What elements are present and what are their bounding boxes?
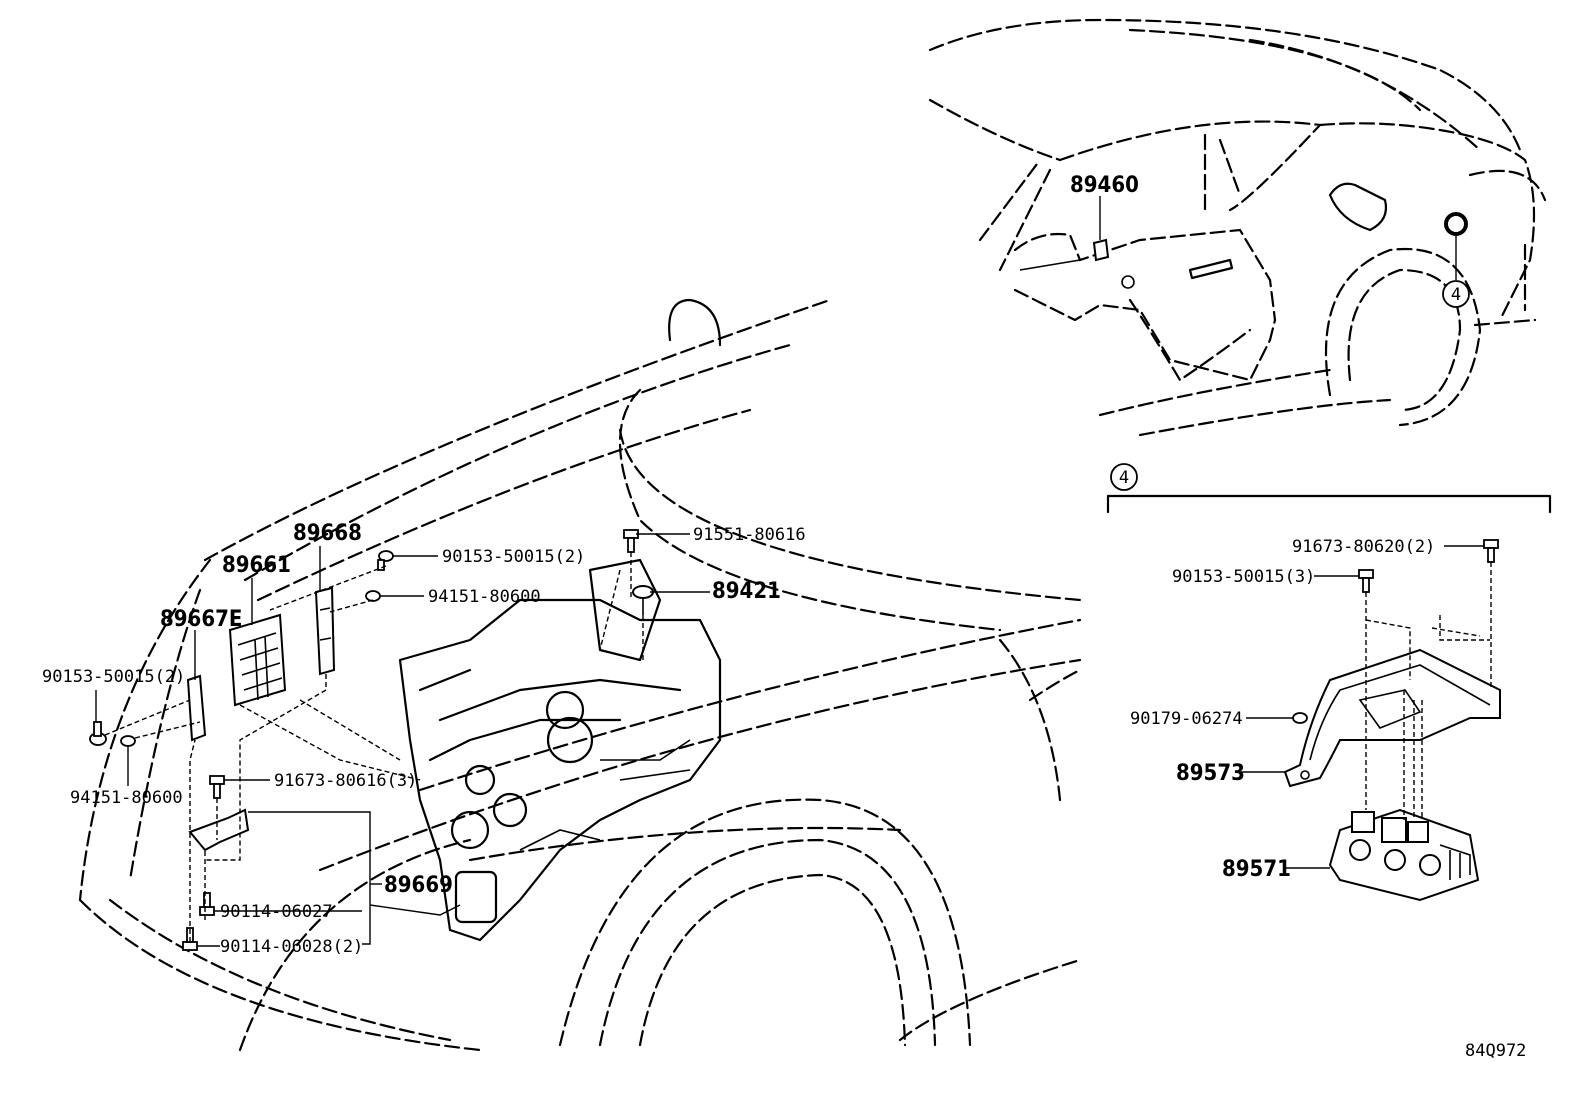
detail-frame bbox=[1106, 494, 1552, 514]
label-90179-06274: 90179-06274 bbox=[1130, 709, 1243, 729]
module-89571 bbox=[1328, 808, 1480, 902]
label-91551-80616: 91551-80616 bbox=[693, 525, 806, 545]
label-89667E: 89667E bbox=[160, 607, 242, 632]
bolt-90153-detail-icon bbox=[1358, 569, 1374, 593]
bolt-91673-front-icon bbox=[209, 775, 225, 799]
label-90153-50015-left: 90153-50015(2) bbox=[42, 667, 185, 687]
callout-marker-detail: 4 bbox=[1110, 463, 1138, 491]
label-90153-50015-detail: 90153-50015(3) bbox=[1172, 567, 1315, 587]
sensor-89421 bbox=[632, 585, 654, 615]
front-assembly-guides bbox=[104, 552, 644, 942]
detail-leaders bbox=[1238, 545, 1484, 869]
callout-marker-rear-text: 4 bbox=[1451, 285, 1461, 305]
label-91673-80620: 91673-80620(2) bbox=[1292, 537, 1435, 557]
label-89421: 89421 bbox=[712, 579, 781, 604]
label-91673-80616: 91673-80616(3) bbox=[274, 771, 417, 791]
bolt-90153-upper-icon bbox=[377, 550, 394, 571]
nut-90179-detail-icon bbox=[1292, 712, 1308, 724]
bracket-89669 bbox=[188, 808, 250, 852]
label-89669: 89669 bbox=[384, 873, 453, 898]
bolt-90153-left-icon bbox=[89, 721, 107, 746]
front-car-body bbox=[78, 298, 1082, 1052]
bolt-90114-a-icon bbox=[199, 892, 215, 916]
ecu-unit-89661 bbox=[228, 613, 287, 707]
bracket-89573 bbox=[1283, 648, 1501, 788]
label-89460: 89460 bbox=[1070, 173, 1139, 198]
sensor-89460 bbox=[1092, 196, 1135, 289]
nut-94151-left-icon bbox=[120, 735, 136, 747]
bracket-89667E bbox=[186, 674, 207, 742]
bracket-89668 bbox=[314, 586, 336, 676]
callout-marker-detail-text: 4 bbox=[1119, 468, 1129, 488]
label-89571: 89571 bbox=[1222, 857, 1291, 882]
label-89661: 89661 bbox=[222, 553, 291, 578]
rear-car-body bbox=[928, 18, 1547, 437]
nut-94151-upper-icon bbox=[365, 590, 381, 602]
engine-block bbox=[398, 558, 722, 942]
front-fasteners bbox=[89, 529, 639, 951]
front-leaders bbox=[95, 533, 710, 947]
label-89668: 89668 bbox=[293, 521, 362, 546]
reference-code: 84Q972 bbox=[1465, 1041, 1526, 1061]
label-94151-80600-left: 94151-80600 bbox=[70, 788, 183, 808]
label-90153-50015-upper: 90153-50015(2) bbox=[442, 547, 585, 567]
bolt-91551-icon bbox=[623, 529, 639, 553]
detail-guides bbox=[1365, 562, 1492, 820]
callout-ring bbox=[1444, 212, 1468, 280]
bolt-91673-detail-icon bbox=[1483, 539, 1499, 563]
label-90114-06027: 90114-06027 bbox=[220, 902, 333, 922]
callout-marker-rear: 4 bbox=[1442, 280, 1470, 308]
label-94151-80600-upper: 94151-80600 bbox=[428, 587, 541, 607]
label-89573: 89573 bbox=[1176, 761, 1245, 786]
labels: 89661 89668 89667E 89421 89669 89460 895… bbox=[42, 173, 1526, 1061]
label-90114-06028: 90114-06028(2) bbox=[220, 937, 363, 957]
